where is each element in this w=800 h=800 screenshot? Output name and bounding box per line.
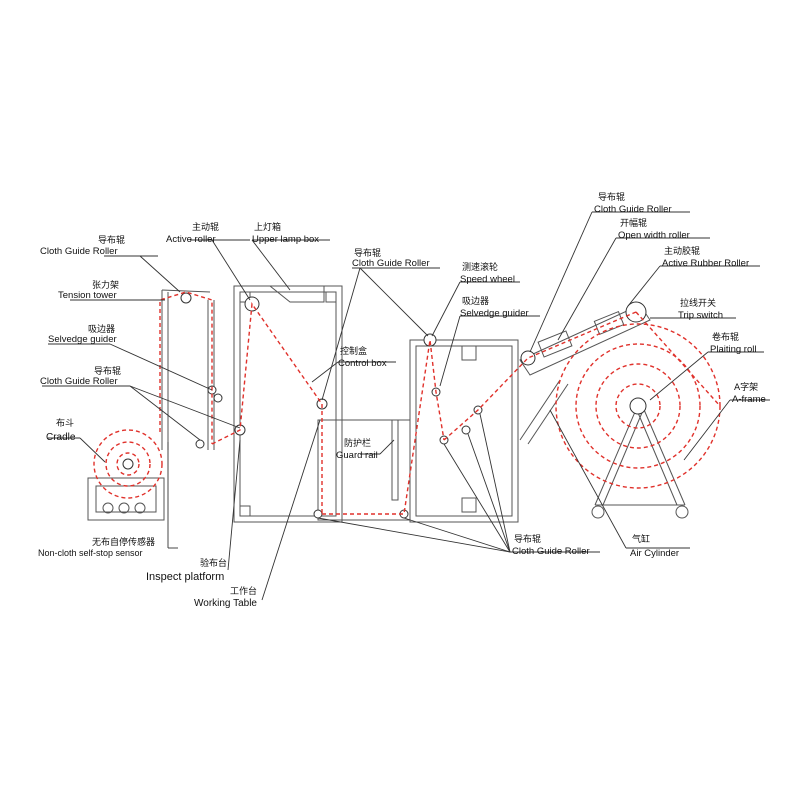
svg-text:Working Table: Working Table — [194, 598, 257, 609]
svg-text:工作台: 工作台 — [230, 585, 257, 597]
svg-text:拉线开关: 拉线开关 — [680, 297, 716, 309]
label-selvedge-guider-2: 吸边器 Selvedge guider — [460, 296, 529, 319]
svg-text:A字架: A字架 — [734, 381, 758, 393]
svg-text:导布辊: 导布辊 — [94, 365, 121, 377]
svg-text:Trip switch: Trip switch — [678, 310, 723, 321]
svg-text:上灯箱: 上灯箱 — [254, 221, 281, 233]
label-cradle: 布斗 Cradle — [46, 417, 76, 443]
svg-text:主动胶辊: 主动胶辊 — [664, 245, 700, 257]
label-guard-rail: 防护栏 Guard rail — [336, 437, 378, 461]
svg-text:验布台: 验布台 — [200, 557, 227, 569]
label-plaiting-roll: 卷布辊 Plaiting roll — [710, 331, 756, 355]
svg-text:Selvedge guider: Selvedge guider — [460, 308, 529, 319]
label-non-cloth-sensor: 无布自停传感器 Non-cloth self-stop sensor — [38, 536, 155, 558]
label-speed-wheel: 测速滚轮 Speed wheel — [460, 261, 515, 285]
svg-text:Cloth Guide Roller: Cloth Guide Roller — [40, 246, 118, 257]
svg-text:防护栏: 防护栏 — [344, 437, 371, 449]
svg-text:吸边器: 吸边器 — [462, 296, 489, 307]
svg-text:Upper lamp box: Upper lamp box — [252, 234, 319, 245]
label-a-frame: A字架 A-frame — [732, 381, 766, 405]
svg-text:Open width roller: Open width roller — [618, 230, 690, 241]
plaiting-roll-hub — [629, 397, 647, 415]
svg-text:吸边器: 吸边器 — [88, 324, 115, 335]
machine-frame — [87, 285, 689, 523]
fabric-path — [93, 291, 721, 515]
label-tension-tower: 张力架 Tension tower — [58, 279, 119, 301]
svg-text:Cradle: Cradle — [46, 432, 76, 443]
label-cloth-guide-roller-1: 导布辊 Cloth Guide Roller — [40, 234, 125, 257]
svg-text:Non-cloth self-stop sensor: Non-cloth self-stop sensor — [38, 548, 143, 558]
rollers — [180, 292, 647, 519]
label-control-box: 控制盒 Control box — [338, 345, 387, 369]
label-open-width-roller: 开幅辊 Open width roller — [618, 217, 690, 241]
label-upper-lamp-box: 上灯箱 Upper lamp box — [252, 221, 319, 245]
svg-text:Tension tower: Tension tower — [58, 290, 117, 301]
svg-text:导布辊: 导布辊 — [598, 191, 625, 203]
label-cloth-guide-roller-2: 导布辊 Cloth Guide Roller — [40, 365, 121, 387]
svg-text:主动辊: 主动辊 — [192, 221, 219, 233]
leader-lines — [42, 211, 770, 601]
label-cloth-guide-roller-5: 导布辊 Cloth Guide Roller — [512, 533, 590, 557]
svg-text:导布辊: 导布辊 — [98, 234, 125, 246]
svg-text:导布辊: 导布辊 — [514, 533, 541, 545]
svg-text:Selvedge guider: Selvedge guider — [48, 334, 117, 345]
svg-text:导布辊: 导布辊 — [354, 247, 381, 259]
svg-text:气缸: 气缸 — [632, 533, 650, 545]
label-active-roller: 主动辊 Active roller — [166, 221, 219, 245]
svg-text:Active roller: Active roller — [166, 234, 216, 245]
svg-text:A-frame: A-frame — [732, 394, 766, 405]
svg-text:卷布辊: 卷布辊 — [712, 331, 739, 343]
svg-text:Guard rail: Guard rail — [336, 450, 378, 461]
label-selvedge-guider-1: 吸边器 Selvedge guider — [48, 324, 117, 345]
svg-text:Cloth Guide Roller: Cloth Guide Roller — [594, 204, 672, 215]
svg-text:开幅辊: 开幅辊 — [620, 217, 647, 229]
labels: 导布辊 Cloth Guide Roller 张力架 Tension tower… — [38, 191, 766, 609]
svg-text:Control box: Control box — [338, 358, 387, 369]
svg-text:Inspect platform: Inspect platform — [146, 571, 224, 583]
label-cloth-guide-roller-4: 导布辊 Cloth Guide Roller — [594, 191, 672, 215]
label-trip-switch: 拉线开关 Trip switch — [678, 297, 723, 321]
label-cloth-guide-roller-3: 导布辊 Cloth Guide Roller — [352, 247, 430, 269]
label-inspect-platform: 验布台 Inspect platform — [146, 557, 227, 583]
svg-text:Cloth Guide Roller: Cloth Guide Roller — [352, 258, 430, 269]
svg-text:Cloth Guide Roller: Cloth Guide Roller — [512, 546, 590, 557]
svg-text:Speed wheel: Speed wheel — [460, 274, 515, 285]
svg-text:Cloth Guide Roller: Cloth Guide Roller — [40, 376, 118, 387]
svg-text:Air Cylinder: Air Cylinder — [630, 548, 679, 559]
svg-text:张力架: 张力架 — [92, 279, 119, 291]
cradle-hub — [122, 458, 134, 470]
svg-text:控制盒: 控制盒 — [340, 345, 367, 357]
svg-text:无布自停传感器: 无布自停传感器 — [92, 536, 155, 548]
label-active-rubber-roller: 主动胶辊 Active Rubber Roller — [662, 245, 749, 269]
label-working-table: 工作台 Working Table — [194, 585, 257, 609]
svg-text:Active Rubber Roller: Active Rubber Roller — [662, 258, 749, 269]
svg-text:布斗: 布斗 — [56, 417, 74, 429]
svg-text:Plaiting roll: Plaiting roll — [710, 344, 756, 355]
svg-text:测速滚轮: 测速滚轮 — [462, 261, 498, 273]
label-air-cylinder: 气缸 Air Cylinder — [630, 533, 679, 559]
